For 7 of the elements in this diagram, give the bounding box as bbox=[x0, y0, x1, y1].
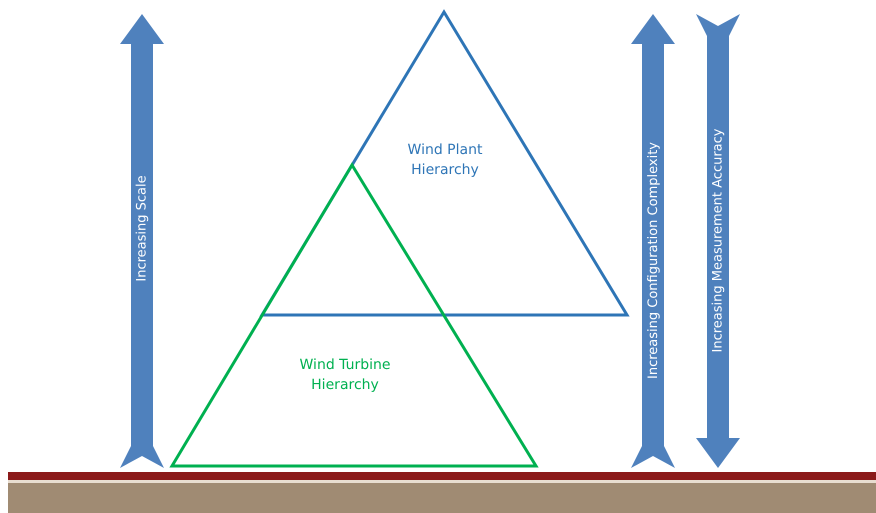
triangle-shape bbox=[172, 165, 536, 466]
arrow-label: Increasing Configuration Complexity bbox=[646, 142, 660, 378]
node-label: Wind Plant Hierarchy bbox=[406, 141, 484, 180]
arrow-label: Increasing Scale bbox=[134, 174, 150, 282]
node-label: Wind Turbine Hierarchy bbox=[298, 356, 392, 396]
triangle-shape bbox=[262, 12, 627, 315]
arrow-label: Increasing Measurement Accuracy bbox=[710, 128, 726, 352]
